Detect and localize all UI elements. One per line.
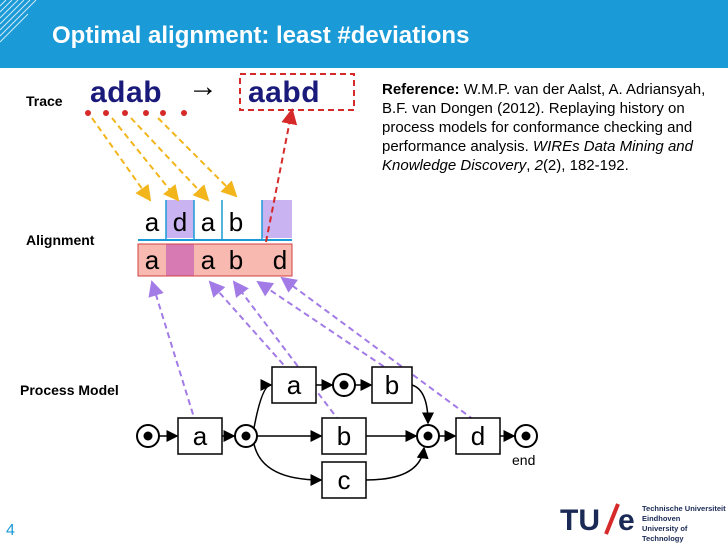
petri-places — [136, 373, 538, 448]
petri-tokens — [143, 380, 531, 441]
svg-text:TU: TU — [560, 504, 600, 536]
tue-logo-mark: TU e — [560, 503, 635, 536]
alignment-label: Alignment — [26, 232, 95, 248]
alignment-top-cell: a — [144, 207, 160, 237]
transition-d: d — [470, 421, 486, 451]
trace-arrow: → — [188, 70, 219, 103]
corner-decoration — [0, 0, 37, 43]
trace-dots — [85, 110, 187, 116]
transition-b-middle: b — [336, 421, 352, 451]
slide-title: Optimal alignment: least #deviations — [52, 22, 470, 49]
repaired-trace-box — [239, 73, 355, 111]
transition-c: c — [337, 465, 351, 495]
trace-to-alignment-arrows — [91, 117, 238, 202]
alignment-top-cell: a — [200, 207, 216, 237]
end-place-label: end — [512, 452, 536, 468]
reference-lead: Reference: — [382, 81, 460, 98]
page-number: 4 — [6, 522, 15, 539]
reference-issue-pages: (2), 182-192. — [542, 157, 629, 174]
svg-text:e: e — [618, 504, 635, 536]
alignment-grid — [137, 200, 293, 277]
transition-a-top: a — [286, 370, 302, 400]
trace-label: Trace — [26, 93, 63, 109]
alignment-top-cell — [262, 208, 290, 236]
alignment-top-cell: d — [172, 207, 188, 237]
transition-a-start: a — [192, 421, 208, 451]
reference-journal: WIREs Data Mining and Knowledge Discover… — [382, 138, 693, 174]
alignment-bottom-cell: b — [228, 245, 244, 275]
alignment-bottom-cell: bd — [250, 246, 292, 274]
process-model-label: Process Model — [20, 382, 119, 398]
alignment-bottom-cell-d: d — [272, 245, 288, 275]
logo-line-2: Eindhoven — [642, 514, 681, 523]
reference-citation: Reference: W.M.P. van der Aalst, A. Adri… — [382, 81, 706, 174]
reference-authors: W.M.P. van der Aalst, A. Adriansyah, B.F… — [382, 81, 706, 155]
reference-volume: 2 — [534, 157, 543, 174]
trace-original: adab — [90, 76, 163, 109]
transition-b-top: b — [384, 370, 400, 400]
title-bar — [0, 0, 728, 68]
alignment-to-repaired-arrow — [265, 108, 298, 243]
tue-logo-text: Technische Universiteit Eindhoven Univer… — [642, 504, 728, 544]
model-to-alignment-arrows — [148, 276, 475, 425]
alignment-top-cell: b — [228, 207, 244, 237]
logo-line-3: University of Technology — [642, 524, 688, 543]
alignment-bottom-cell: a — [200, 245, 216, 275]
petri-arcs — [159, 379, 516, 486]
petri-transitions — [177, 366, 501, 499]
alignment-bottom-cell — [166, 246, 194, 274]
logo-line-1: Technische Universiteit — [642, 504, 726, 513]
alignment-bottom-cell: a — [144, 245, 160, 275]
trace-repaired: aabd — [248, 76, 321, 109]
